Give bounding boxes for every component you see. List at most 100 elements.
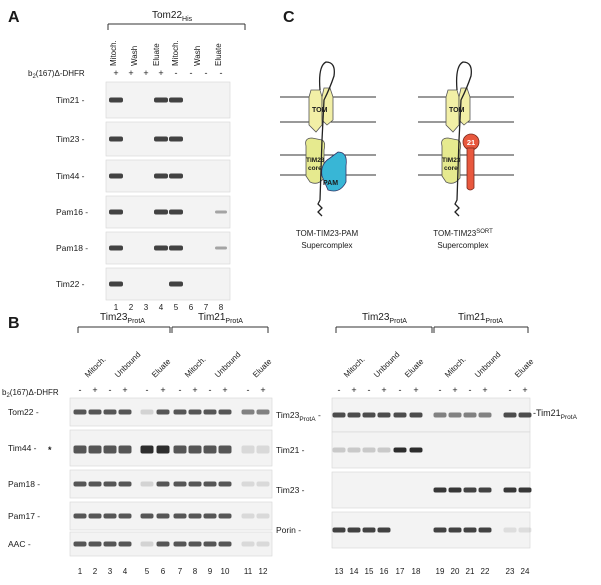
panel-b-right-band — [463, 487, 477, 493]
panel-a-group-label: Tom22His — [152, 10, 193, 23]
panel-b-sign: + — [192, 385, 197, 395]
panel-a-sign: + — [128, 68, 133, 78]
panel-b-band — [241, 513, 255, 519]
panel-b-right-band — [478, 487, 492, 493]
panel-b-right-band — [478, 527, 492, 533]
panel-b-col-label-right: Mitoch. — [342, 355, 367, 380]
panel-b-band — [103, 445, 117, 454]
panel-b-band — [140, 541, 154, 547]
panel-b-band — [156, 445, 170, 454]
panel-a-sign: - — [205, 68, 208, 78]
panel-a-band — [154, 245, 168, 251]
panel-b-lane-number: 2 — [93, 567, 98, 576]
panel-b-sign-right: - — [439, 385, 442, 395]
panel-b-sign-right: + — [381, 385, 386, 395]
panel-a-treatment-label: b2(167)Δ-DHFR — [28, 69, 85, 80]
panel-b-band — [156, 541, 170, 547]
panel-a-row-label: Pam18 - — [56, 243, 88, 253]
panel-b-band — [203, 409, 217, 415]
panel-b-band — [241, 445, 255, 454]
panel-a-band — [169, 136, 183, 142]
panel-b-band — [103, 541, 117, 547]
panel-a-row-label: Tim44 - — [56, 171, 85, 181]
panel-a-col-label: Mitoch. — [109, 40, 118, 66]
panel-b-right-band — [409, 412, 423, 418]
svg-text:TIM23: TIM23 — [306, 157, 325, 164]
panel-b-lane-number-right: 18 — [412, 567, 421, 576]
panel-b-sign: - — [209, 385, 212, 395]
panel-b-sign-right: - — [399, 385, 402, 395]
panel-b-right-row-label: Porin - — [276, 525, 301, 535]
panel-b-band — [73, 513, 87, 519]
panel-a-sign: + — [113, 68, 118, 78]
panel-a-lane-number: 1 — [114, 303, 119, 312]
panel-b-col-label: Unbound — [213, 350, 242, 379]
panel-b-lane-number-right: 16 — [380, 567, 389, 576]
panel-b-right-band — [362, 447, 376, 453]
panel-b-band — [203, 481, 217, 487]
panel-b-right-band — [433, 487, 447, 493]
panel-a-sign: - — [220, 68, 223, 78]
panel-b-signs: -+-+-+-+-+-+-+-+-+-+-+-+ — [79, 385, 528, 395]
panel-b-lane-number-right: 20 — [451, 567, 460, 576]
panel-b-right-band — [503, 487, 517, 493]
panel-a-band — [109, 209, 123, 215]
panel-b-lane-number-right: 19 — [436, 567, 445, 576]
panel-b-band — [256, 541, 270, 547]
panel-a-band — [215, 210, 227, 214]
panel-a-col-label: Eluate — [214, 43, 223, 66]
panel-a-lane-number: 3 — [144, 303, 149, 312]
panel-b-col-label: Mitoch. — [183, 355, 208, 380]
panel-b-band — [118, 541, 132, 547]
panel-b-band — [103, 513, 117, 519]
panel-b-sign: - — [247, 385, 250, 395]
panel-b-sign-right: - — [338, 385, 341, 395]
panel-b-lane-number-right: 14 — [350, 567, 359, 576]
panel-b-band — [140, 481, 154, 487]
panel-b-band — [173, 445, 187, 454]
panel-b-row-label: AAC - — [8, 539, 31, 549]
panel-b-band — [188, 513, 202, 519]
panel-c-letter: C — [283, 9, 295, 26]
panel-a-band — [215, 246, 227, 250]
panel-b-sign-right: + — [522, 385, 527, 395]
panel-b-band — [241, 481, 255, 487]
panel-b-right-blot-strip — [331, 431, 531, 469]
panel-a-sign: + — [143, 68, 148, 78]
panel-a-lane-number: 5 — [174, 303, 179, 312]
panel-b-band — [256, 513, 270, 519]
panel-b-right-blot-strip — [331, 471, 531, 509]
panel-a-lane-number: 2 — [129, 303, 134, 312]
panel-a-band — [169, 97, 183, 103]
panel-b-sign-right: - — [368, 385, 371, 395]
panel-b-lane-number: 1 — [78, 567, 83, 576]
panel-b-right-band — [463, 527, 477, 533]
panel-b-band — [140, 409, 154, 415]
svg-text:21: 21 — [467, 138, 475, 147]
panel-b-col-label-right: Eluate — [513, 357, 536, 380]
panel-b-right-band — [362, 412, 376, 418]
panel-b-sign-right: + — [351, 385, 356, 395]
panel-b-band — [188, 445, 202, 454]
tom-label-left: TOM — [312, 107, 328, 114]
panel-b-lane-number: 8 — [193, 567, 198, 576]
panel-a-lane-number: 6 — [189, 303, 194, 312]
panel-b-band — [173, 513, 187, 519]
svg-text:TIM23: TIM23 — [442, 157, 461, 164]
panel-b-lane-number: 3 — [108, 567, 113, 576]
panel-b-right-group-2: Tim21ProtA — [458, 312, 503, 325]
panel-b-lane-number-right: 13 — [335, 567, 344, 576]
panel-b-band — [218, 513, 232, 519]
panel-b-row-label: Tim44 - — [8, 443, 37, 453]
panel-b-right-band — [347, 447, 361, 453]
panel-b-right-band — [448, 487, 462, 493]
panel-a-sign: + — [158, 68, 163, 78]
panel-b-row-label: Tom22 - — [8, 407, 39, 417]
panel-b-sign-right: - — [469, 385, 472, 395]
panel-b-right-row-label: Tim21 - — [276, 445, 305, 455]
panel-b-lane-number-right: 17 — [396, 567, 405, 576]
